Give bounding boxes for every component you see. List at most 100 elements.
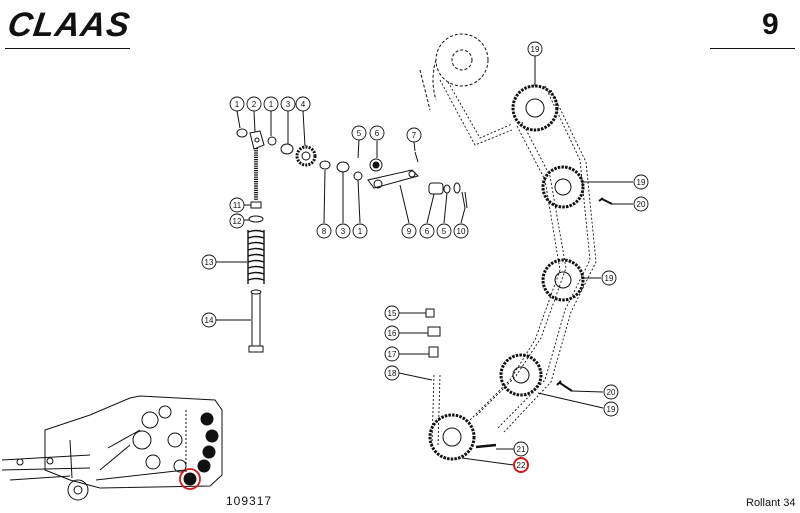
- callout-circle: [633, 174, 649, 190]
- callout-label: 13: [205, 258, 214, 267]
- callout-9: 9: [401, 223, 417, 239]
- callout-circle: [384, 305, 400, 321]
- callout-16: 16: [384, 325, 400, 341]
- callout-21: 21: [513, 441, 529, 457]
- callout-circle: [436, 223, 452, 239]
- callout-circle: [401, 223, 417, 239]
- header-rule-left: [5, 48, 130, 49]
- callout-circle: [453, 223, 469, 239]
- callout-circle: [513, 457, 529, 473]
- callout-circle: [201, 254, 217, 270]
- callout-11: 11: [229, 197, 245, 213]
- callout-3: 3: [280, 96, 296, 112]
- callout-circle: [229, 96, 245, 112]
- callout-label: 15: [388, 309, 397, 318]
- callout-5: 5: [351, 125, 367, 141]
- callout-1: 1: [229, 96, 245, 112]
- callout-circle: [295, 96, 311, 112]
- callout-circle: [513, 441, 529, 457]
- callout-1: 1: [263, 96, 279, 112]
- callout-6: 6: [369, 125, 385, 141]
- callout-label: 7: [412, 131, 417, 140]
- callout-circle: [419, 223, 435, 239]
- drawing-number: 109317: [226, 494, 273, 508]
- callout-label: 8: [322, 227, 327, 236]
- callout-label: 12: [233, 217, 242, 226]
- callout-circle: [263, 96, 279, 112]
- callout-circle: [280, 96, 296, 112]
- callout-label: 5: [357, 129, 362, 138]
- callout-label: 3: [286, 100, 291, 109]
- callout-circle: [601, 270, 617, 286]
- callout-3: 3: [335, 223, 351, 239]
- callout-label: 6: [425, 227, 430, 236]
- page-number: 9: [762, 8, 779, 41]
- callout-20: 20: [603, 384, 619, 400]
- model-name: Rollant 34: [746, 497, 796, 509]
- callout-circle: [603, 384, 619, 400]
- callout-circle: [633, 196, 649, 212]
- callout-circle: [603, 401, 619, 417]
- callout-circle: [316, 223, 332, 239]
- callout-circle: [527, 41, 543, 57]
- callout-label: 9: [407, 227, 412, 236]
- callout-10: 10: [453, 223, 469, 239]
- callout-19: 19: [601, 270, 617, 286]
- callout-circle: [406, 127, 422, 143]
- callout-label: 20: [607, 388, 616, 397]
- callout-18: 18: [384, 365, 400, 381]
- callout-circle: [384, 325, 400, 341]
- callout-1: 1: [352, 223, 368, 239]
- callout-label: 19: [607, 405, 616, 414]
- callout-label: 21: [517, 445, 526, 454]
- callout-circle: [369, 125, 385, 141]
- callout-19: 19: [603, 401, 619, 417]
- header-rule-right: [710, 48, 795, 49]
- callout-label: 4: [301, 100, 306, 109]
- callout-label: 6: [375, 129, 380, 138]
- callout-20: 20: [633, 196, 649, 212]
- machine-inset-sketch: [1, 395, 223, 501]
- callout-circle: [201, 312, 217, 328]
- callout-7: 7: [406, 127, 422, 143]
- callout-label: 22: [517, 461, 526, 470]
- callout-label: 17: [388, 350, 397, 359]
- callout-15: 15: [384, 305, 400, 321]
- callout-19: 19: [527, 41, 543, 57]
- callout-circle: [384, 346, 400, 362]
- callout-label: 16: [388, 329, 397, 338]
- callout-17: 17: [384, 346, 400, 362]
- callout-2: 2: [246, 96, 262, 112]
- callout-label: 19: [605, 274, 614, 283]
- callout-circle: [335, 223, 351, 239]
- callout-label: 5: [442, 227, 447, 236]
- callout-label: 19: [637, 178, 646, 187]
- callout-label: 18: [388, 369, 397, 378]
- callout-label: 20: [637, 200, 646, 209]
- callout-8: 8: [316, 223, 332, 239]
- callout-12: 12: [229, 213, 245, 229]
- callout-label: 1: [269, 100, 274, 109]
- callout-circle: [229, 213, 245, 229]
- callout-label: 19: [531, 45, 540, 54]
- callout-label: 3: [341, 227, 346, 236]
- callout-label: 11: [233, 201, 242, 210]
- callout-label: 2: [252, 100, 257, 109]
- callout-circle: [351, 125, 367, 141]
- callout-circle: [246, 96, 262, 112]
- callout-13: 13: [201, 254, 217, 270]
- callout-label: 1: [235, 100, 240, 109]
- callout-6: 6: [419, 223, 435, 239]
- callout-5: 5: [436, 223, 452, 239]
- callout-19: 19: [633, 174, 649, 190]
- callout-label: 14: [205, 316, 214, 325]
- callout-circle: [384, 365, 400, 381]
- callout-circle: [352, 223, 368, 239]
- callout-22: 22: [513, 457, 529, 473]
- callout-14: 14: [201, 312, 217, 328]
- callout-label: 10: [457, 227, 466, 236]
- callout-4: 4: [295, 96, 311, 112]
- callout-label: 1: [358, 227, 363, 236]
